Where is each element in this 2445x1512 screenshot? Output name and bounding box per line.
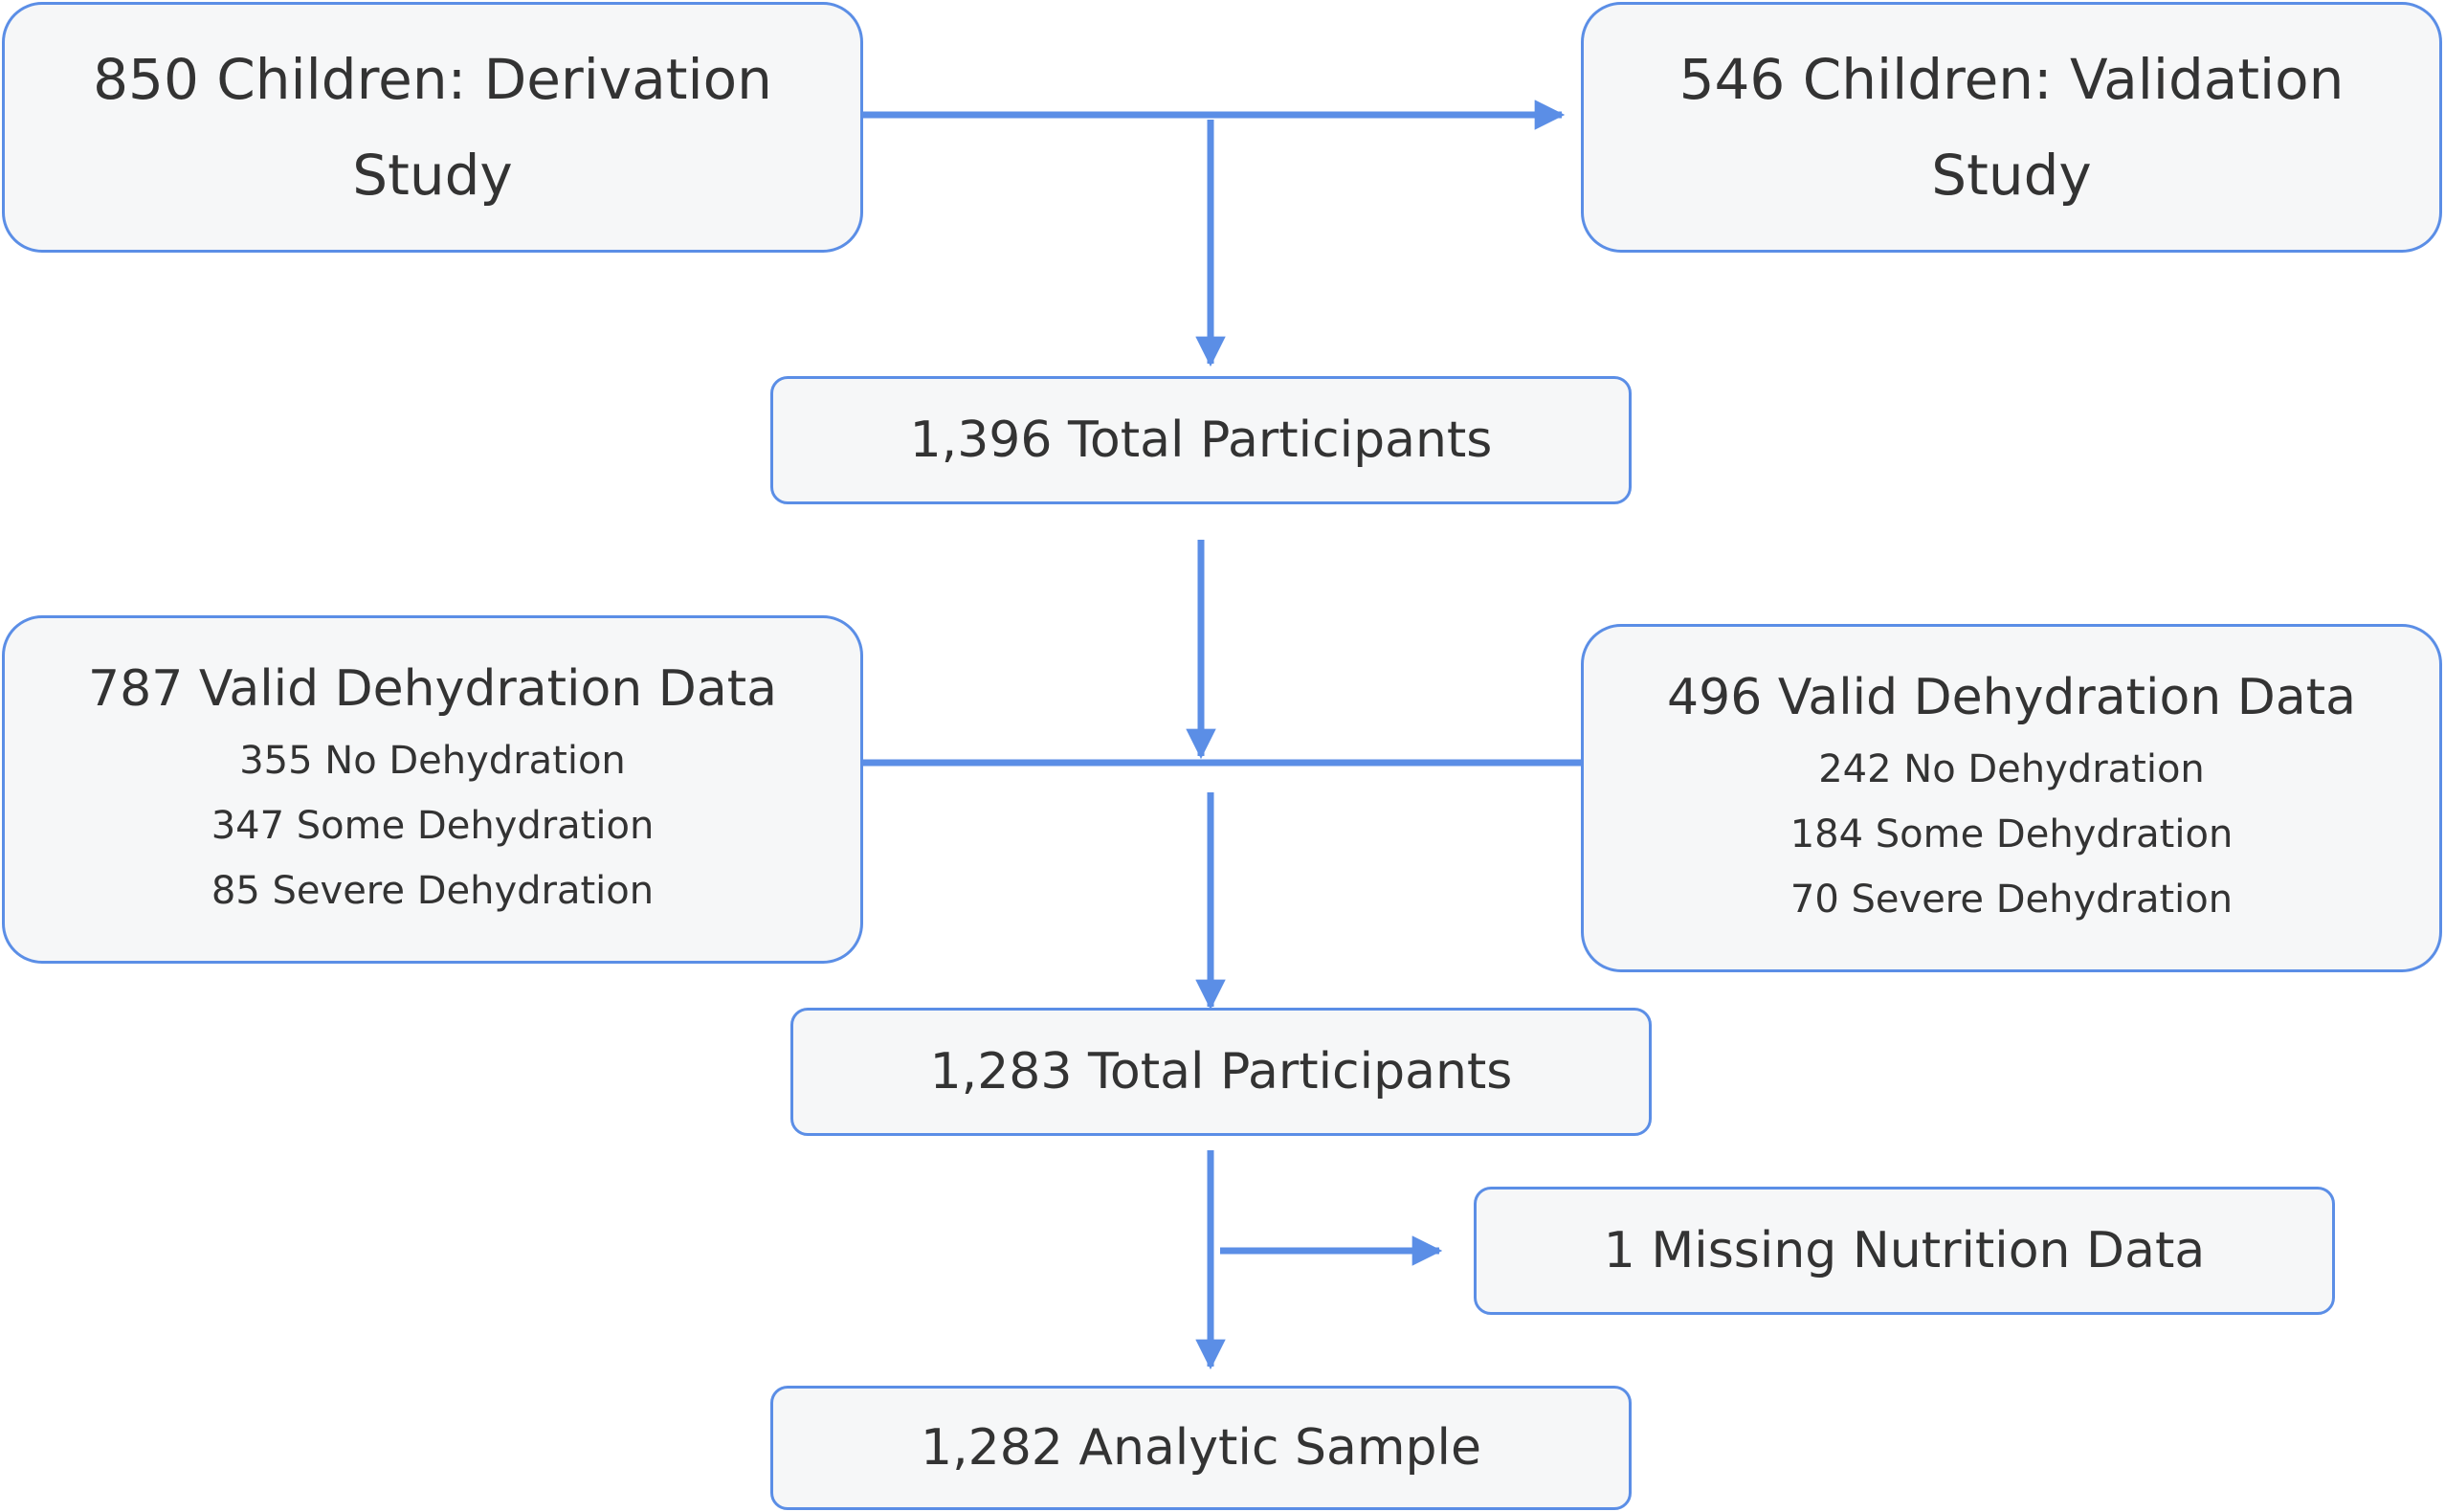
severe-dehydration-right: 70 Severe Dehydration <box>1789 878 2234 922</box>
total-participants-label-2: 1,283 Total Participants <box>929 1043 1513 1101</box>
total-participants-label-1: 1,396 Total Participants <box>909 411 1493 469</box>
severe-dehydration-left: 85 Severe Dehydration <box>211 869 655 913</box>
validation-study-label: 546 Children: Validation Study <box>1678 47 2345 208</box>
valid-dehydration-box-left: 787 Valid Dehydration Data 355 No Dehydr… <box>2 615 863 964</box>
derivation-study-box: 850 Children: Derivation Study <box>2 2 863 253</box>
valid-dehydration-title-right: 496 Valid Dehydration Data <box>1667 669 2356 726</box>
analytic-sample-box: 1,282 Analytic Sample <box>770 1386 1632 1510</box>
no-dehydration-right: 242 No Dehydration <box>1818 747 2205 791</box>
validation-study-box: 546 Children: Validation Study <box>1581 2 2442 253</box>
valid-dehydration-title-left: 787 Valid Dehydration Data <box>88 660 777 718</box>
total-participants-box-1: 1,396 Total Participants <box>770 376 1632 504</box>
missing-nutrition-label: 1 Missing Nutrition Data <box>1603 1222 2206 1279</box>
some-dehydration-right: 184 Some Dehydration <box>1789 812 2234 856</box>
no-dehydration-left: 355 No Dehydration <box>239 739 626 783</box>
missing-nutrition-box: 1 Missing Nutrition Data <box>1474 1187 2335 1315</box>
some-dehydration-left: 347 Some Dehydration <box>211 804 655 848</box>
valid-dehydration-box-right: 496 Valid Dehydration Data 242 No Dehydr… <box>1581 624 2442 972</box>
derivation-study-label: 850 Children: Derivation Study <box>93 47 772 208</box>
total-participants-box-2: 1,283 Total Participants <box>790 1008 1652 1136</box>
analytic-sample-label: 1,282 Analytic Sample <box>921 1419 1481 1477</box>
